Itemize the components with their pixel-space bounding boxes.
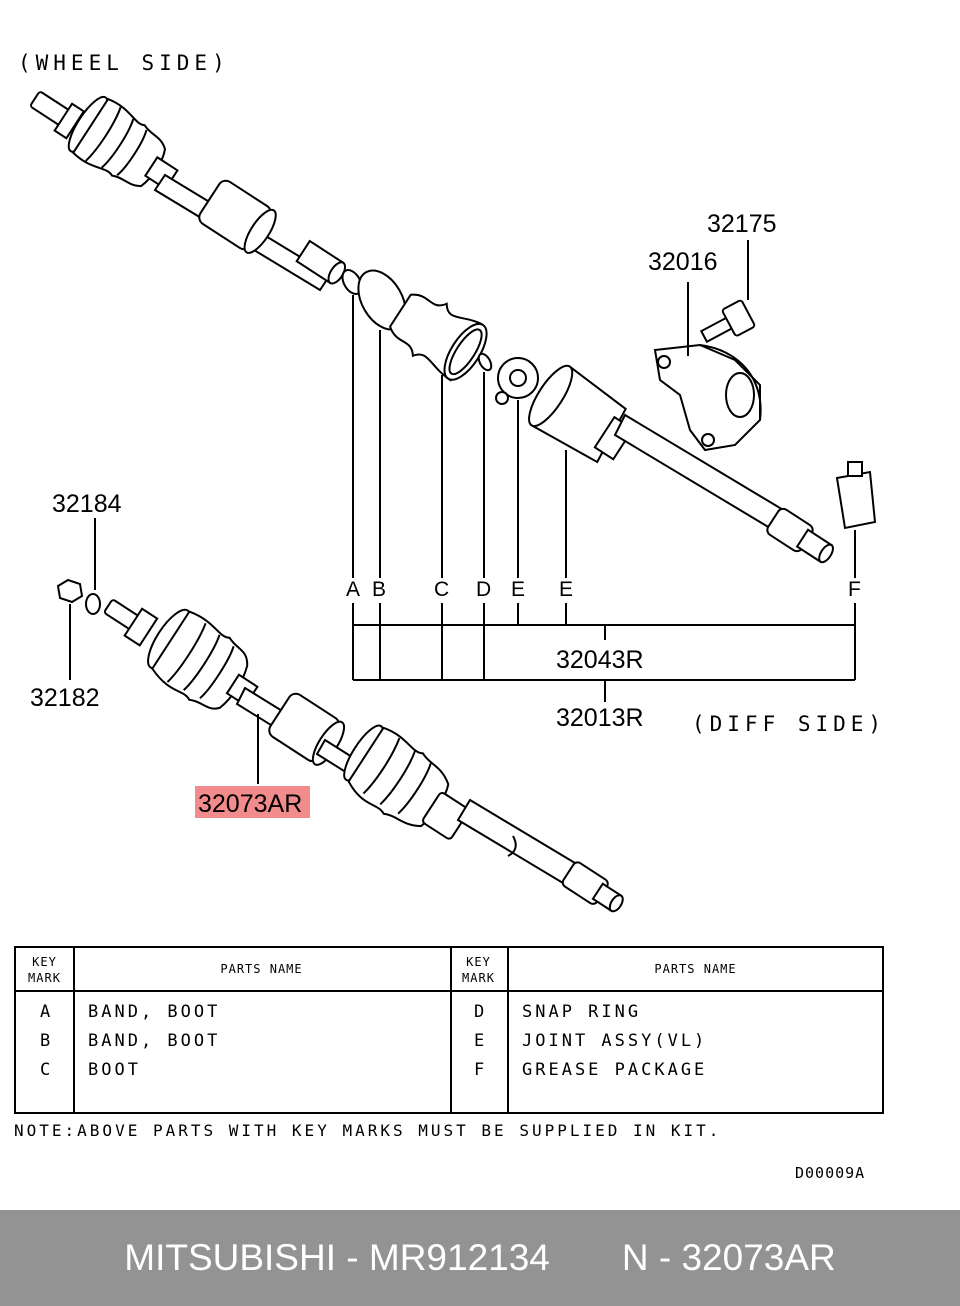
table-row-name: BAND, BOOT [88, 1002, 221, 1022]
key-mark-b: B [372, 578, 386, 601]
drawing-code: D00009A [795, 1164, 866, 1182]
highlight-box [195, 786, 310, 818]
left-parts-name-header: PARTS NAME [220, 962, 303, 976]
left-key-mark-header: KEY MARK [28, 955, 61, 985]
wheel-side-label: (WHEEL SIDE) [18, 51, 230, 75]
key-mark-e: E [511, 578, 525, 601]
footer-banner: MITSUBISHI - MR912134 N - 32073AR [0, 1210, 960, 1306]
right-parts-name-header: PARTS NAME [654, 962, 737, 976]
part-number-32175: 32175 [707, 210, 777, 238]
part-number-32043r: 32043R [556, 646, 644, 674]
bearing-bracket [653, 343, 762, 452]
parts-table: KEY MARK PARTS NAME KEY MARK PARTS NAME … [14, 946, 884, 1114]
key-mark-leaders [352, 240, 856, 578]
kit-note: NOTE:ABOVE PARTS WITH KEY MARKS MUST BE … [14, 1121, 722, 1140]
footer-oem-part: N - 32073AR [621, 1237, 836, 1278]
lower-drive-shaft-assembly [103, 599, 624, 913]
table-row-name: BOOT [88, 1060, 141, 1080]
grease-package [835, 461, 877, 530]
assembly-brackets [352, 603, 856, 702]
upper-drive-shaft [30, 91, 834, 564]
table-row-key: B [40, 1031, 54, 1051]
table-row-name: BAND, BOOT [88, 1031, 221, 1051]
hub-nut [56, 578, 84, 604]
table-row-key: D [474, 1002, 488, 1022]
part-number-32184: 32184 [52, 490, 122, 518]
table-row-key: F [474, 1060, 488, 1080]
footer-brand-part: MITSUBISHI - MR912134 [124, 1237, 550, 1278]
exploded-diagram: (WHEEL SIDE) (DIFF SIDE) [18, 51, 886, 913]
table-row-key: E [474, 1031, 488, 1051]
right-key-mark-header: KEY MARK [462, 955, 495, 985]
tripod-joint [495, 357, 539, 405]
part-number-32013r: 32013R [556, 704, 644, 732]
table-row-name: JOINT ASSY(VL) [522, 1031, 708, 1051]
diff-side-label: (DIFF SIDE) [692, 712, 886, 736]
table-row-name: SNAP RING [522, 1002, 642, 1022]
part-number-32073ar: 32073AR [198, 790, 302, 818]
key-mark-e2: E [559, 578, 573, 601]
key-mark-d: D [476, 578, 491, 601]
washer [85, 593, 101, 615]
part-number-32182: 32182 [30, 684, 100, 712]
key-mark-a: A [346, 578, 360, 601]
part-number-32016: 32016 [648, 248, 718, 276]
table-row-name: GREASE PACKAGE [522, 1060, 708, 1080]
table-row-key: C [40, 1060, 54, 1080]
key-mark-f: F [848, 578, 861, 601]
key-mark-c: C [434, 578, 449, 601]
table-row-key: A [40, 1002, 54, 1022]
bracket-bolt [699, 299, 756, 344]
key-mark-labels: A B C D E E F [346, 578, 861, 601]
